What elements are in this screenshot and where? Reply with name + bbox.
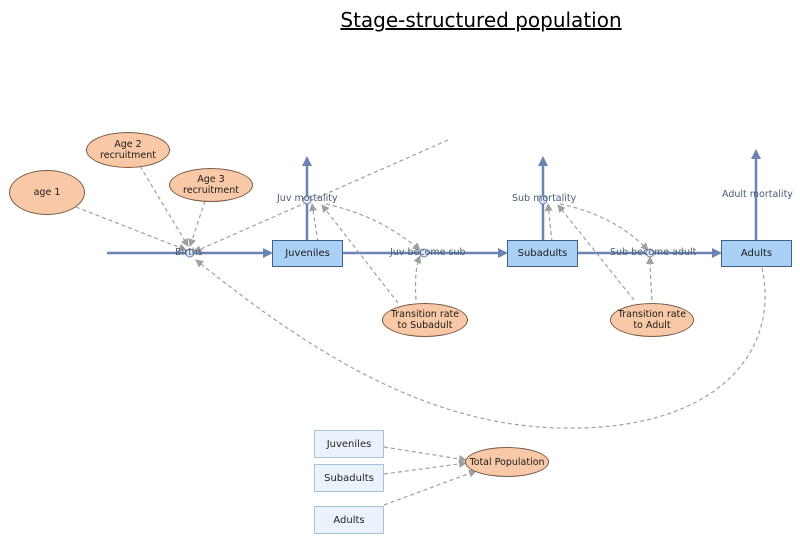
sub-become-adult-valve[interactable] [645,248,655,258]
flow-label-sub-become-adult[interactable]: Sub become adult [610,247,697,258]
variable-transition-rate-to-adult[interactable]: Transition rate to Adult [610,303,694,337]
link-juveniles-to-juv-mortality [309,203,319,243]
link-sub-mortality-to-sub-become-adult [559,203,649,251]
flow-label-juv-mortality[interactable]: Juv mortality [277,193,338,204]
flow-label-sub-mortality[interactable]: Sub mortality [512,193,577,204]
flow-label-births[interactable]: Births [175,247,203,258]
flow-valves [185,195,655,258]
link-ghost-adults-to-total [383,469,477,506]
link-transition-adult-to-sub-become-adult [646,256,655,301]
variable-total-population[interactable]: Total Population [465,447,549,477]
flow-label-adult-mortality[interactable]: Adult mortality [722,189,793,200]
stock-subadults[interactable]: Subadults [507,240,578,267]
link-adults-to-births [195,259,766,429]
link-subadults-to-sub-mortality [544,203,553,243]
sub-mortality-valve[interactable] [538,195,548,205]
link-juv-mortality-to-juv-become-sub [325,203,421,251]
births-valve[interactable] [185,248,195,258]
stock-adults[interactable]: Adults [721,240,792,267]
stock-juveniles[interactable]: Juveniles [272,240,343,267]
link-to-births-from-upper [193,139,449,253]
ghost-juveniles[interactable]: Juveniles [314,430,384,458]
flow-label-juv-become-sub[interactable]: Juv become sub [390,247,466,258]
link-age1-to-births [75,206,187,252]
juv-become-sub-valve[interactable] [419,248,429,258]
link-age2-to-births [139,165,189,247]
link-ghost-subadults-to-total [383,459,467,475]
variable-transition-rate-to-subadult[interactable]: Transition rate to Subadult [382,303,468,337]
variable-age-1[interactable]: age 1 [9,170,85,215]
variable-age-3-recruitment[interactable]: Age 3 recruitment [169,168,253,202]
variable-age-2-recruitment[interactable]: Age 2 recruitment [86,132,170,168]
link-age3-to-births [188,200,206,247]
link-transition-sub-to-juv-become-sub [413,255,421,301]
link-transition-adult-to-sub-mortality [557,204,635,301]
diagram-title: Stage-structured population [340,8,622,32]
link-ghost-juveniles-to-total [383,446,467,463]
juv-mortality-valve[interactable] [302,195,312,205]
ghost-adults[interactable]: Adults [314,506,384,534]
ghost-subadults[interactable]: Subadults [314,464,384,492]
info-links [75,139,766,506]
